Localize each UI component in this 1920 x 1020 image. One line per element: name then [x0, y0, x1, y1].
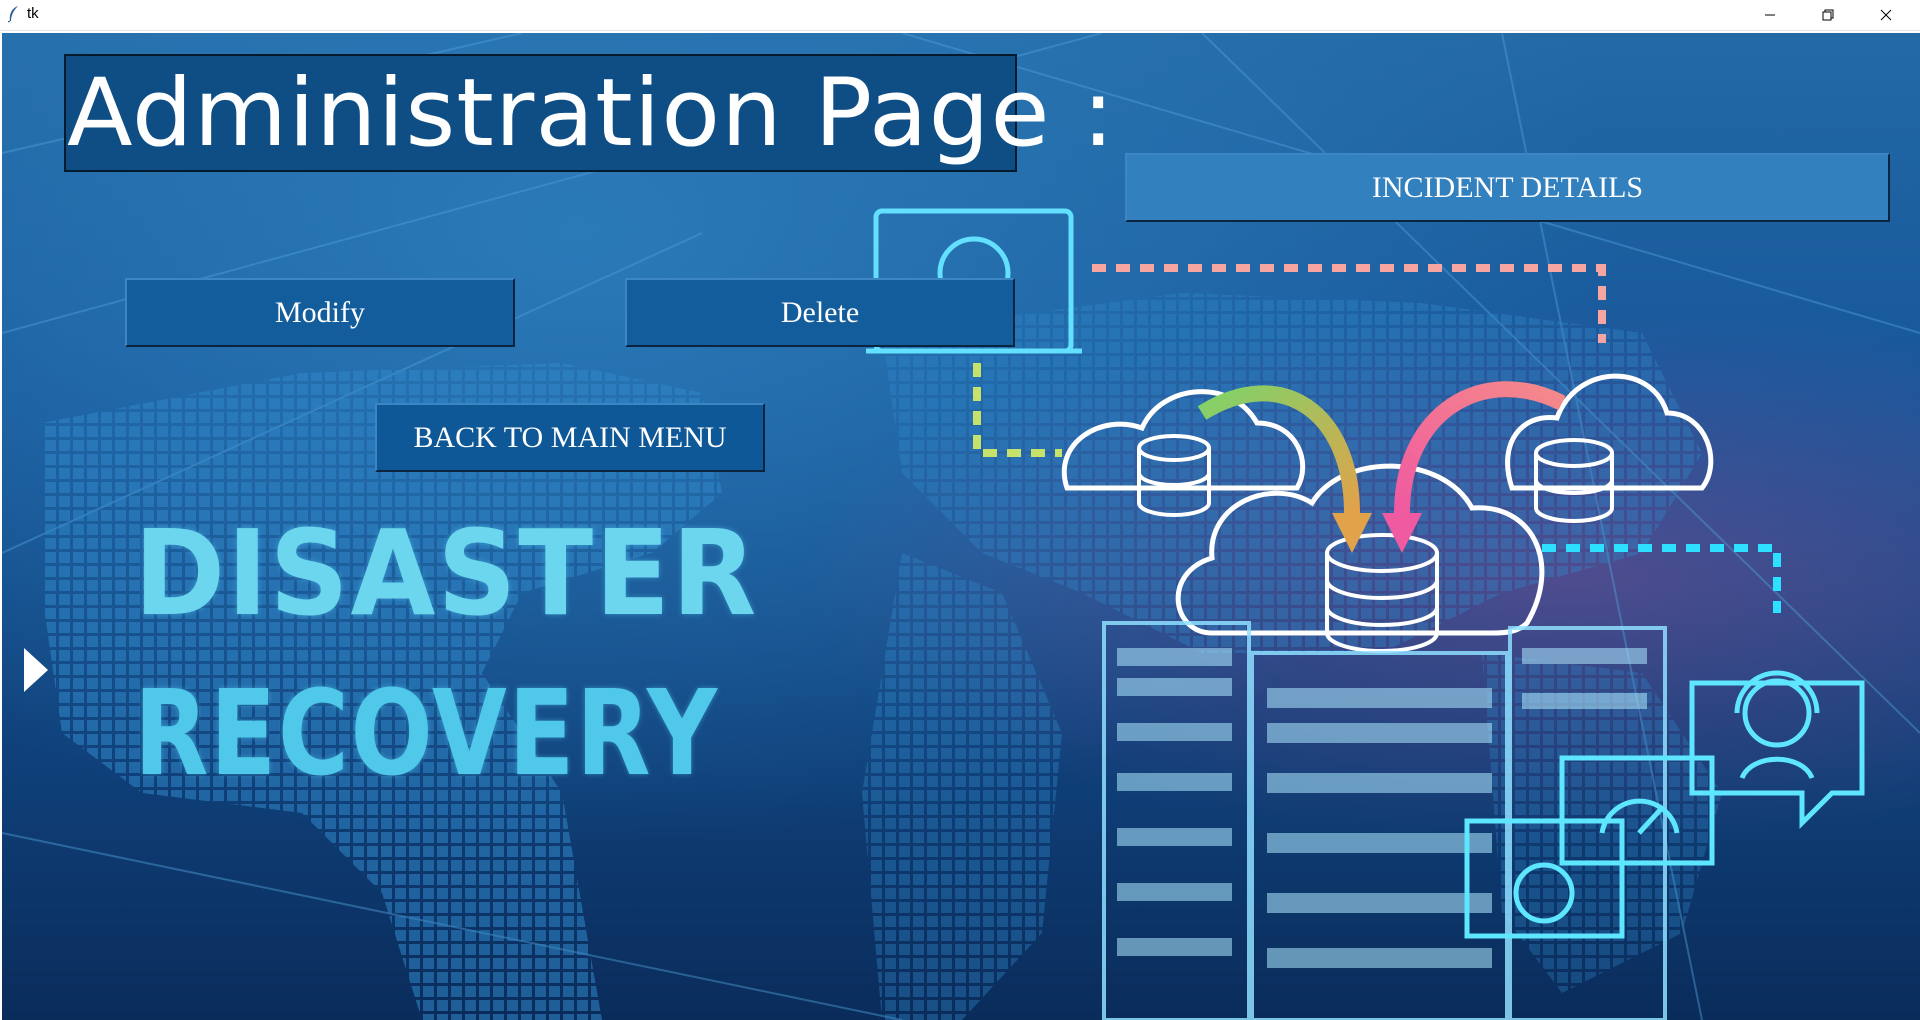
minimize-button[interactable]: [1742, 0, 1798, 30]
feather-icon: [7, 6, 18, 23]
delete-button[interactable]: Delete: [625, 278, 1015, 347]
close-button[interactable]: [1858, 0, 1914, 30]
minimize-icon: [1765, 14, 1775, 16]
banner-line-disaster: DISASTER: [134, 504, 759, 642]
play-arrow-icon: [24, 648, 48, 692]
banner-line-recovery: RECOVERY: [134, 664, 719, 802]
window-title: tk: [27, 5, 39, 22]
modify-button[interactable]: Modify: [125, 278, 515, 347]
heading-box: [64, 54, 1017, 172]
restore-button[interactable]: [1800, 0, 1856, 30]
disaster-recovery-background-art: [2, 33, 1920, 1020]
restore-icon: [1822, 9, 1834, 21]
back-to-main-menu-button[interactable]: BACK TO MAIN MENU: [375, 403, 765, 472]
close-icon: [1880, 9, 1892, 21]
page-title: Administration Page :: [67, 59, 1116, 168]
main-canvas: Administration Page : INCIDENT DETAILS M…: [2, 33, 1920, 1020]
window-titlebar: tk: [0, 0, 1920, 31]
incident-details-button[interactable]: INCIDENT DETAILS: [1125, 153, 1890, 222]
